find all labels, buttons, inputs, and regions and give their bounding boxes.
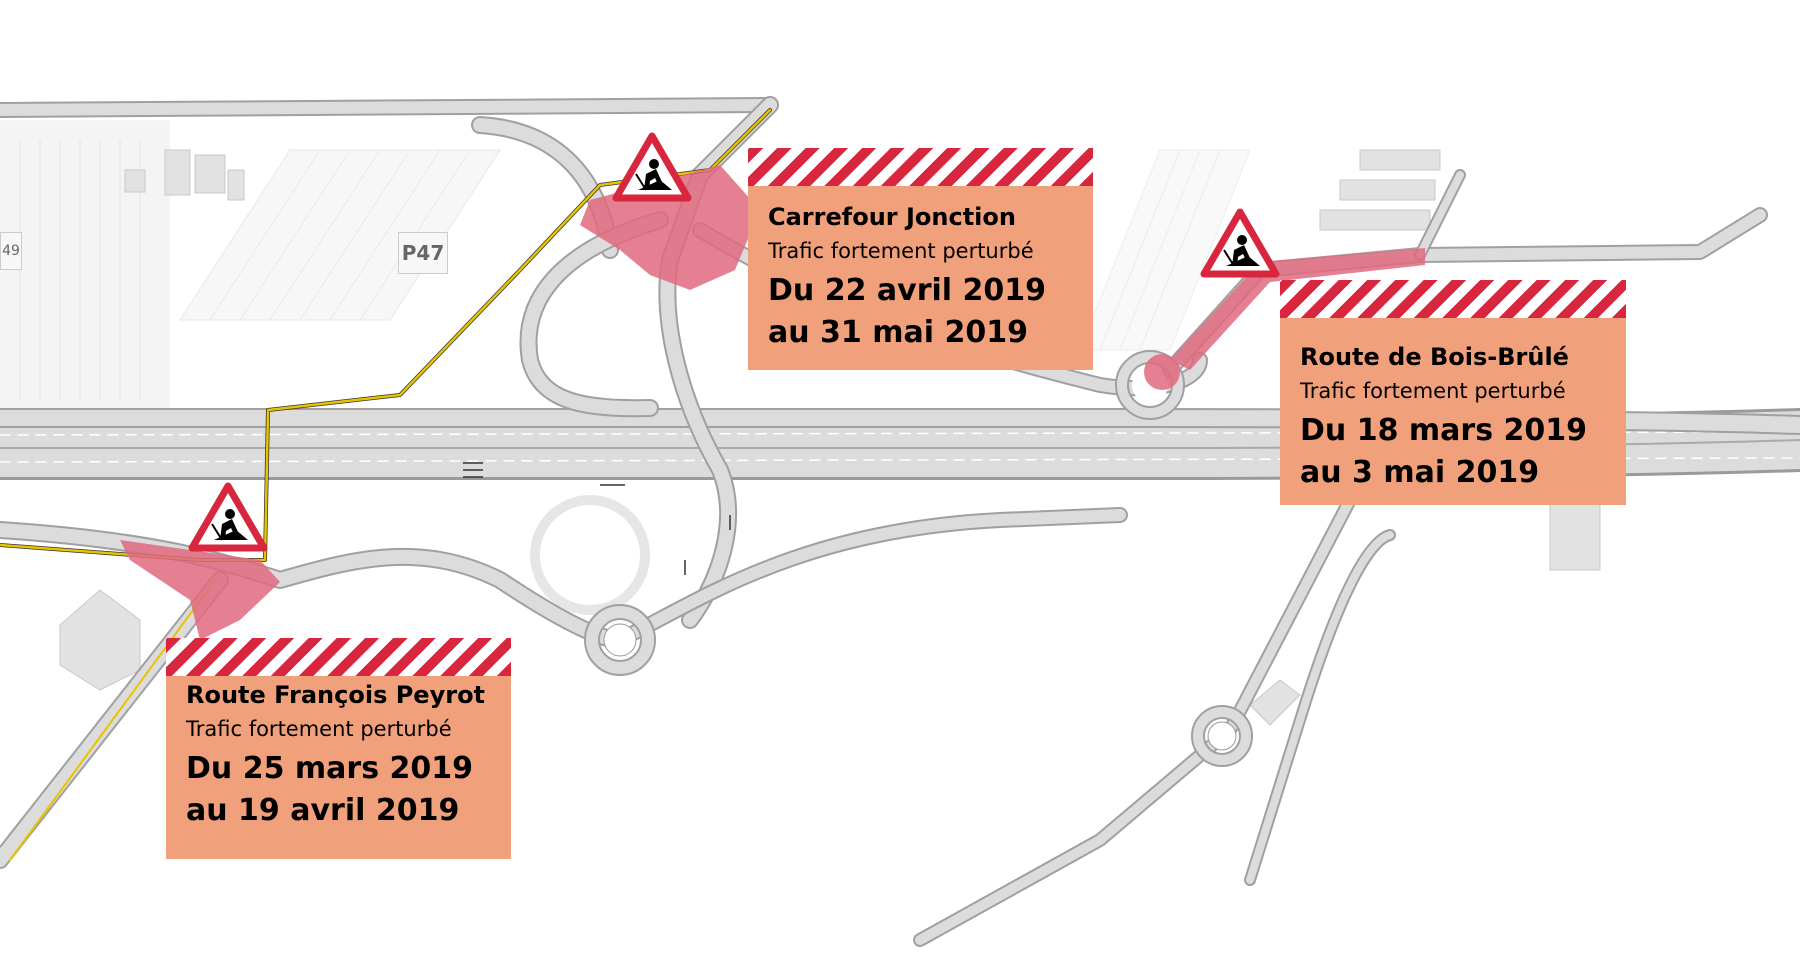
roadwork-warning-sign-icon bbox=[1200, 206, 1280, 282]
roadwork-warning-sign-icon bbox=[188, 480, 268, 556]
panel-date-start: Du 18 mars 2019 bbox=[1300, 413, 1587, 448]
info-panel-carrefour-jonction: Carrefour Jonction Trafic fortement pert… bbox=[748, 148, 1093, 370]
panel-subtitle: Trafic fortement perturbé bbox=[768, 239, 1034, 263]
warning-stripes bbox=[166, 638, 511, 676]
parking-label-p47: P47 bbox=[398, 232, 448, 274]
parking-area bbox=[0, 120, 1251, 410]
panel-subtitle: Trafic fortement perturbé bbox=[1300, 379, 1566, 403]
roadwork-warning-sign-icon bbox=[612, 130, 692, 206]
panel-date-start: Du 25 mars 2019 bbox=[186, 751, 473, 786]
info-panel-route-de-bois-brule: Route de Bois-Brûlé Trafic fortement per… bbox=[1280, 280, 1626, 505]
panel-date-start: Du 22 avril 2019 bbox=[768, 273, 1046, 308]
panel-subtitle: Trafic fortement perturbé bbox=[186, 717, 452, 741]
panel-title: Carrefour Jonction bbox=[768, 203, 1016, 231]
info-panel-route-francois-peyrot: Route François Peyrot Trafic fortement p… bbox=[166, 638, 511, 859]
buildings bbox=[59, 149, 1601, 726]
warning-stripes bbox=[1280, 280, 1626, 318]
direction-arrows bbox=[463, 462, 731, 575]
panel-title: Route François Peyrot bbox=[186, 681, 486, 709]
panel-title: Route de Bois-Brûlé bbox=[1300, 343, 1569, 371]
parking-label-p49: 49 bbox=[0, 232, 22, 270]
warning-stripes bbox=[748, 148, 1093, 186]
panel-date-end: au 19 avril 2019 bbox=[186, 793, 460, 828]
panel-date-end: au 3 mai 2019 bbox=[1300, 455, 1540, 490]
panel-date-end: au 31 mai 2019 bbox=[768, 315, 1028, 350]
